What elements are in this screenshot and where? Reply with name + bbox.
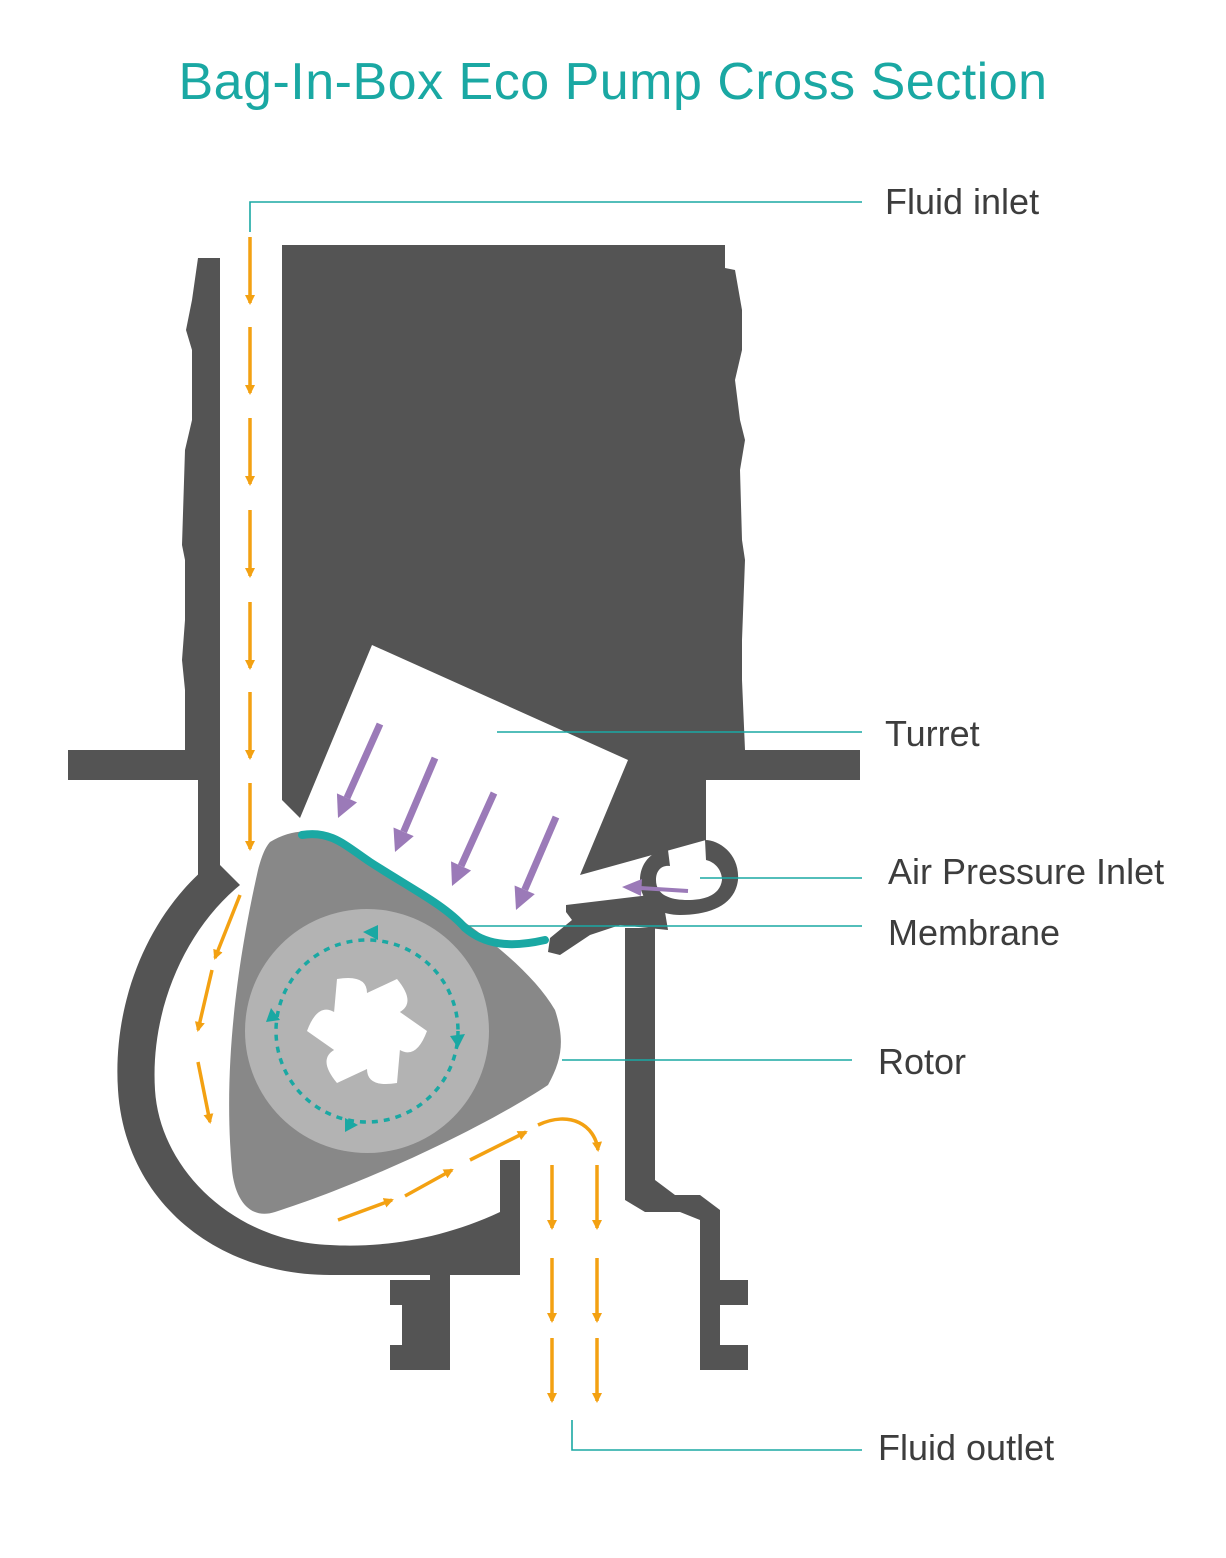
- label-turret: Turret: [885, 713, 980, 754]
- air-inlet-arrow-head: [622, 879, 642, 896]
- pump-housing: [68, 245, 860, 1370]
- fluid-arrow: [537, 1117, 603, 1152]
- fluid-arrow: [469, 1130, 528, 1162]
- labels: Fluid inlet Turret Air Pressure Inlet Me…: [878, 181, 1164, 1468]
- inlet-left-wall: [68, 258, 220, 900]
- fluid-flow-arrows: [194, 237, 603, 1403]
- main-housing-block: [282, 245, 860, 875]
- fluid-arrow: [337, 1198, 394, 1222]
- air-inlet-loop: [640, 840, 739, 915]
- air-arrow-shaft: [400, 756, 439, 834]
- air-inlet-arrow-shaft: [639, 886, 689, 893]
- air-flow-arrows: [336, 722, 689, 910]
- air-arrow-shaft: [343, 722, 384, 800]
- label-air-pressure-inlet: Air Pressure Inlet: [888, 851, 1164, 892]
- outlet-right-wall: [625, 928, 748, 1370]
- rotation-arrowhead: [266, 1008, 280, 1022]
- rotor: [229, 831, 561, 1214]
- air-arrow-shaft: [457, 791, 498, 868]
- air-arrow-head: [514, 885, 535, 910]
- label-rotor: Rotor: [878, 1041, 966, 1082]
- rotation-arrowhead: [363, 925, 378, 940]
- leader-fluid-outlet: [571, 1420, 862, 1451]
- rotation-arrowhead: [345, 1118, 358, 1132]
- fluid-arrow: [213, 894, 242, 960]
- rotation-indicator: [266, 925, 465, 1132]
- fluid-arrow: [404, 1168, 454, 1198]
- air-arrow-head: [336, 793, 358, 818]
- label-fluid-inlet: Fluid inlet: [885, 181, 1039, 222]
- air-arrow-shaft: [521, 815, 560, 892]
- label-membrane: Membrane: [888, 912, 1060, 953]
- air-arrow-head: [451, 861, 472, 886]
- outlet-left-flange: [390, 1240, 450, 1370]
- rotation-arrowhead: [450, 1034, 465, 1048]
- membrane: [298, 830, 549, 949]
- rotor-chamber-wall: [117, 860, 521, 1275]
- fluid-arrow: [194, 969, 214, 1032]
- air-arrow-head: [393, 827, 414, 852]
- air-channel-lower-wall: [548, 895, 668, 955]
- rotor-spline-bore: [307, 977, 427, 1085]
- leader-lines: [249, 201, 862, 1451]
- label-fluid-outlet: Fluid outlet: [878, 1427, 1054, 1468]
- fluid-arrow: [196, 1061, 214, 1124]
- leader-fluid-inlet: [249, 201, 862, 232]
- diagram-title: Bag-In-Box Eco Pump Cross Section: [178, 53, 1048, 111]
